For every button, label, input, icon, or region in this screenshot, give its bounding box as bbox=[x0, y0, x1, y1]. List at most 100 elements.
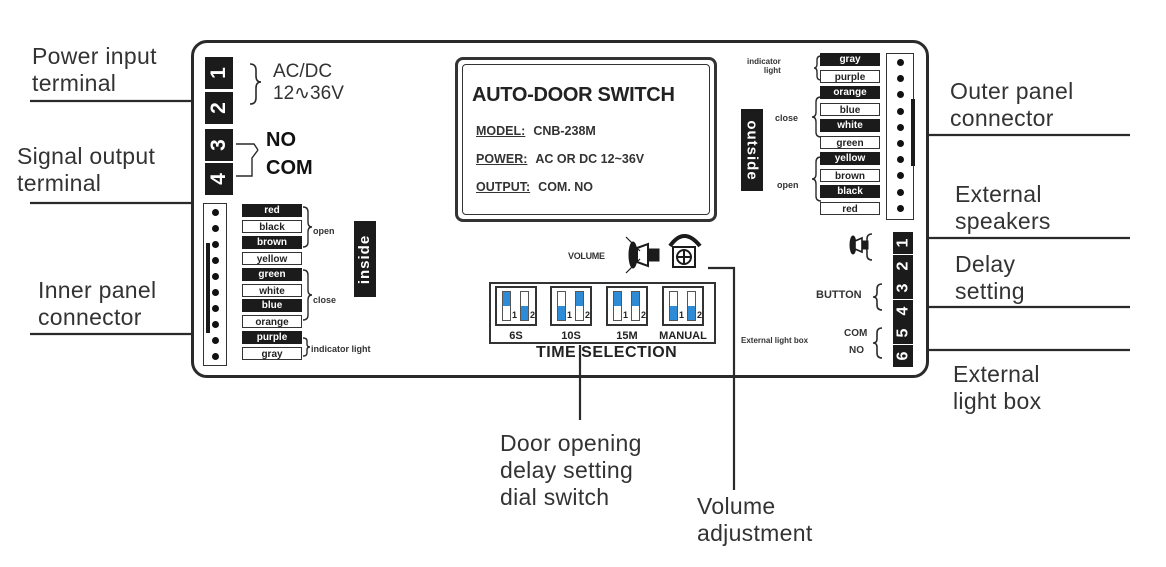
terminal-number: 4 bbox=[207, 173, 230, 185]
inside-indicator-label: indicator light bbox=[311, 344, 371, 354]
right-terminal-1[interactable]: 1 bbox=[893, 232, 913, 254]
inside-wire-white: white bbox=[242, 283, 302, 297]
right-terminal-5[interactable]: 5 bbox=[893, 322, 913, 344]
inside-wire-purple: purple bbox=[242, 331, 302, 345]
connector-pin bbox=[896, 123, 904, 131]
time-selection-caption: TIME SELECTION bbox=[536, 344, 678, 361]
terminal-number: 4 bbox=[894, 306, 911, 315]
callout-line: connector bbox=[950, 105, 1054, 131]
inside-wire-blue: blue bbox=[242, 299, 302, 313]
power-line: 12∿36V bbox=[273, 83, 344, 104]
power-value: AC OR DC 12~36V bbox=[535, 152, 645, 166]
callout-line: Outer panel bbox=[950, 78, 1074, 104]
dip-position-label: 2 bbox=[530, 310, 536, 320]
dip-slot-2[interactable] bbox=[575, 291, 584, 321]
nameplate: AUTO-DOOR SWITCH MODEL:CNB-238M POWER:AC… bbox=[455, 57, 717, 222]
callout-line: connector bbox=[38, 304, 142, 330]
dip-slot-2[interactable] bbox=[687, 291, 696, 321]
callout-line: setting bbox=[955, 278, 1025, 304]
terminal-1[interactable]: 1 bbox=[205, 57, 233, 89]
connector-pin bbox=[211, 209, 219, 216]
signal-no-label: NO bbox=[266, 129, 296, 151]
dip-slot-2[interactable] bbox=[631, 291, 640, 321]
right-terminal-3[interactable]: 3 bbox=[893, 277, 913, 299]
dip-slot-1[interactable] bbox=[502, 291, 511, 321]
label-line: indicator bbox=[747, 57, 781, 66]
dip-position-label: 2 bbox=[641, 310, 647, 320]
callout-delay-setting: Delay setting bbox=[955, 251, 1025, 305]
outer-connector[interactable] bbox=[886, 53, 914, 220]
time-selection-frame bbox=[489, 282, 716, 344]
dip-knob bbox=[576, 292, 583, 306]
outside-wire-purple: purple bbox=[820, 69, 880, 83]
right-terminal-6[interactable]: 6 bbox=[893, 344, 913, 367]
terminal-number: 3 bbox=[207, 139, 230, 151]
callout-signal-output: Signal output terminal bbox=[17, 143, 155, 197]
dip-caption: MANUAL bbox=[659, 330, 707, 342]
callout-line: terminal bbox=[17, 170, 102, 196]
outside-wire-green: green bbox=[820, 135, 880, 149]
connector-pin bbox=[211, 353, 219, 360]
dip-slot-1[interactable] bbox=[613, 291, 622, 321]
light-box-label: External light box bbox=[741, 336, 809, 345]
signal-com-label: COM bbox=[266, 157, 313, 179]
dip-position-label: 1 bbox=[567, 310, 573, 320]
callout-line: External bbox=[955, 181, 1042, 207]
callout-line: Power input bbox=[32, 43, 157, 69]
dip-position-label: 1 bbox=[512, 310, 518, 320]
outside-wire-red: red bbox=[820, 201, 880, 215]
callout-line: Delay bbox=[955, 251, 1016, 277]
connector-pin bbox=[896, 107, 904, 115]
outside-open-label: open bbox=[777, 180, 799, 190]
dip-caption: 15M bbox=[616, 330, 638, 342]
right-terminal-2[interactable]: 2 bbox=[893, 254, 913, 277]
outside-wire-black: black bbox=[820, 185, 880, 198]
callout-line: terminal bbox=[32, 70, 117, 96]
nameplate-output: OUTPUT:COM. NO bbox=[476, 180, 593, 194]
inside-open-label: open bbox=[313, 226, 335, 236]
terminal-3[interactable]: 3 bbox=[205, 129, 233, 161]
connector-pin bbox=[896, 75, 904, 83]
outside-tag-text: outside bbox=[743, 119, 761, 181]
callout-external-light-box: External light box bbox=[953, 361, 1041, 415]
outside-wire-white: white bbox=[820, 119, 880, 132]
callout-line: light box bbox=[953, 388, 1042, 414]
connector-pin bbox=[896, 156, 904, 164]
dip-slot-2[interactable] bbox=[520, 291, 529, 321]
right-terminal-4[interactable]: 4 bbox=[893, 299, 913, 322]
output-value: COM. NO bbox=[538, 180, 594, 194]
callout-line: speakers bbox=[955, 208, 1051, 234]
nameplate-model: MODEL:CNB-238M bbox=[476, 124, 596, 138]
volume-knob-icon bbox=[668, 234, 702, 268]
outside-wire-orange: orange bbox=[820, 86, 880, 99]
callout-line: delay setting bbox=[500, 457, 634, 483]
dip-slot-1[interactable] bbox=[557, 291, 566, 321]
terminal-number: 1 bbox=[894, 238, 911, 248]
terminal-number: 3 bbox=[894, 283, 911, 293]
volume-knob[interactable] bbox=[670, 235, 702, 271]
inside-wire-brown: brown bbox=[242, 235, 302, 249]
terminal-2[interactable]: 2 bbox=[205, 92, 233, 124]
dip-position-label: 2 bbox=[585, 310, 591, 320]
nameplate-inner-border bbox=[462, 64, 710, 215]
callout-external-speakers: External speakers bbox=[955, 181, 1051, 235]
connector-pin bbox=[896, 204, 904, 212]
inside-wire-green: green bbox=[242, 267, 302, 281]
dip-caption: 6S bbox=[509, 330, 523, 342]
terminal-4[interactable]: 4 bbox=[205, 163, 233, 195]
callout-door-opening-delay: Door opening delay setting dial switch bbox=[500, 430, 642, 511]
callout-line: External bbox=[953, 361, 1040, 387]
dip-position-label: 2 bbox=[697, 310, 703, 320]
connector-pin bbox=[211, 321, 219, 328]
connector-pin bbox=[211, 305, 219, 312]
callout-outer-panel: Outer panel connector bbox=[950, 78, 1074, 132]
outside-tag: outside bbox=[741, 109, 763, 191]
dip-knob bbox=[688, 306, 695, 320]
inner-connector-bar bbox=[206, 243, 210, 333]
dip-position-label: 1 bbox=[623, 310, 629, 320]
dip-slot-1[interactable] bbox=[669, 291, 678, 321]
